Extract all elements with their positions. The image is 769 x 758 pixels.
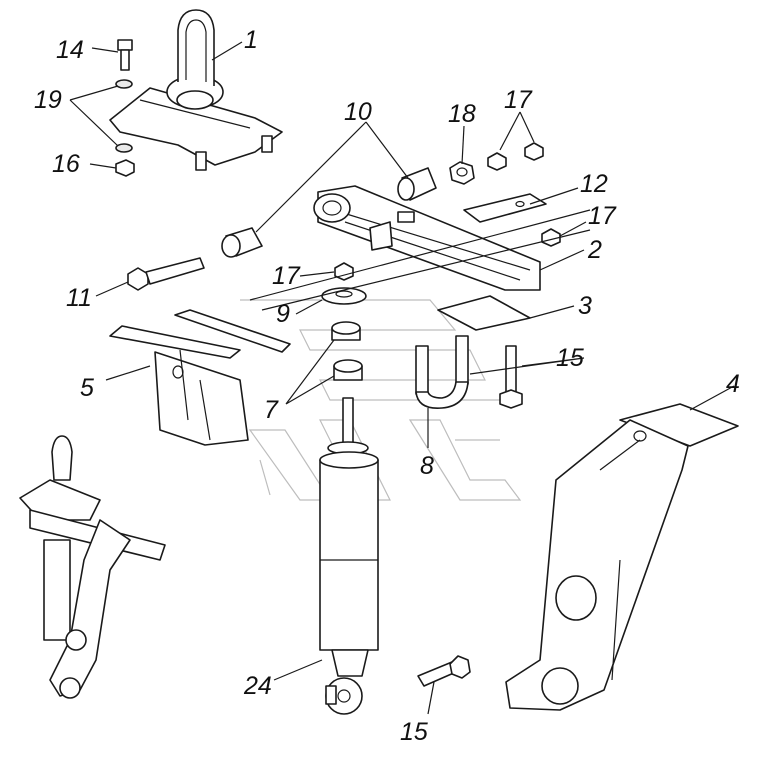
u-bolt-8 xyxy=(415,335,469,409)
callout-17-right: 17 xyxy=(588,202,617,230)
callout-17-left: 17 xyxy=(272,262,301,290)
callout-8: 8 xyxy=(420,452,434,480)
washer-19-bottom xyxy=(115,143,133,153)
nut-17-d xyxy=(334,262,354,281)
nut-18 xyxy=(449,161,475,185)
bushing-10-right xyxy=(397,167,437,201)
callout-19: 19 xyxy=(34,86,62,114)
nut-17-a xyxy=(487,152,507,171)
leader-lines xyxy=(69,41,735,715)
shock-absorber-24 xyxy=(319,397,379,715)
bushings-7 xyxy=(331,321,363,381)
bracket-5 xyxy=(109,309,291,446)
nut-17-b xyxy=(524,142,544,161)
bushing-10-left xyxy=(221,227,263,258)
cushion-9 xyxy=(321,287,367,305)
bolt-15-lower xyxy=(417,655,471,687)
callout-3: 3 xyxy=(578,292,592,320)
pin-11 xyxy=(127,257,205,291)
assembled-suspension-view xyxy=(19,435,166,699)
callout-2: 2 xyxy=(587,236,602,264)
plate-12 xyxy=(463,193,547,223)
tow-hook-assembly xyxy=(109,9,283,171)
bolt-14 xyxy=(117,39,133,71)
callout-17-top: 17 xyxy=(504,86,533,114)
callout-16: 16 xyxy=(52,150,80,178)
callout-15-lower: 15 xyxy=(400,718,428,746)
washer-19-top xyxy=(115,79,133,89)
callout-5: 5 xyxy=(80,374,94,402)
callout-18: 18 xyxy=(448,100,476,128)
nut-16 xyxy=(115,159,135,177)
callout-12: 12 xyxy=(580,170,608,198)
callout-24: 24 xyxy=(243,672,272,700)
callout-10: 10 xyxy=(344,98,372,126)
callout-4: 4 xyxy=(726,370,740,398)
pad-3 xyxy=(437,295,531,331)
callout-1: 1 xyxy=(244,26,258,54)
callout-11: 11 xyxy=(66,284,92,312)
bracket-4 xyxy=(505,403,739,711)
callout-14: 14 xyxy=(56,36,84,64)
leaf-spring xyxy=(313,185,541,291)
bolt-15-upper xyxy=(499,345,523,409)
callout-7: 7 xyxy=(264,396,279,424)
callout-15-upper: 15 xyxy=(556,344,584,372)
callout-9: 9 xyxy=(276,300,290,328)
